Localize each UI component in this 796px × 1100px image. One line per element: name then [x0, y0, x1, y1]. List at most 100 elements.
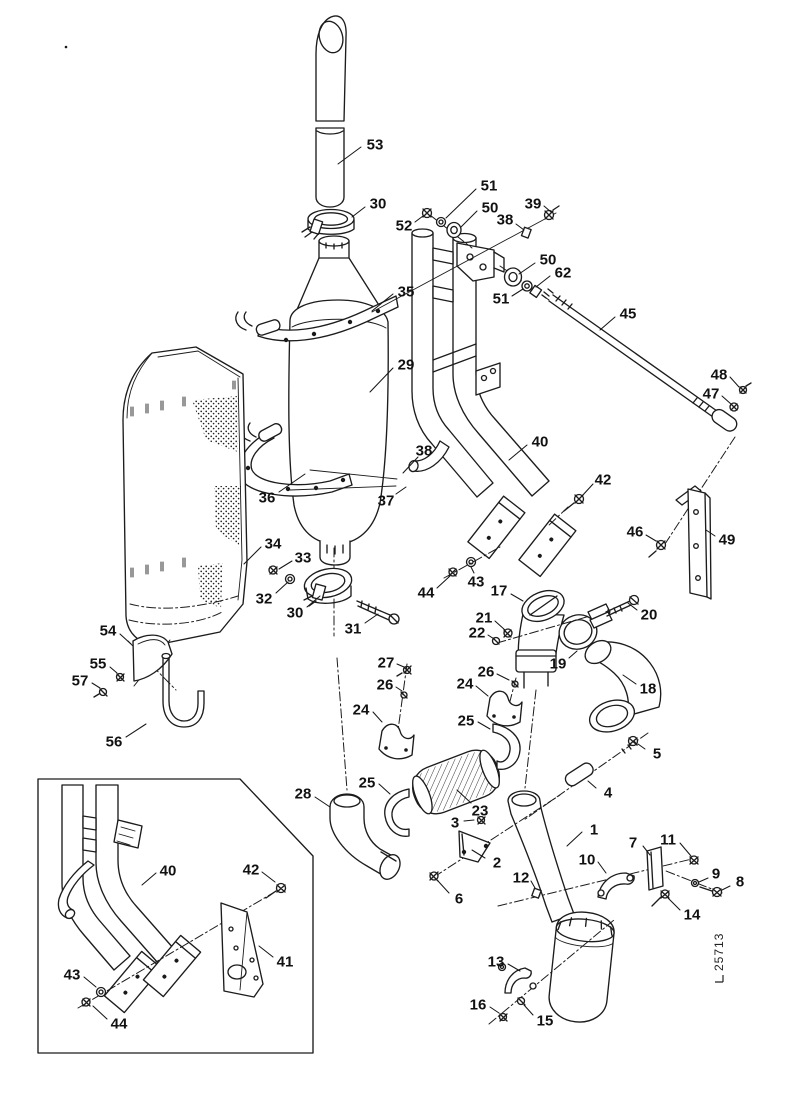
muffler-straps-drawing — [235, 295, 399, 497]
part-label-55: 55 — [90, 656, 107, 673]
part-label-32: 32 — [256, 591, 273, 608]
drawing-number: 25713 — [712, 933, 726, 983]
leader-line-40 — [141, 872, 157, 886]
mount-hardware-left-drawing — [378, 663, 415, 837]
leader-line-30 — [306, 595, 321, 608]
leader-line-25 — [378, 783, 391, 795]
support-rod-drawing — [548, 294, 752, 600]
part-labels: 5330515052393850625145352948474038373642… — [64, 137, 745, 1033]
part-label-20: 20 — [641, 607, 658, 624]
part-label-1: 1 — [590, 822, 598, 839]
leader-line-4 — [587, 780, 597, 789]
leader-line-45 — [599, 316, 616, 331]
part-label-46: 46 — [627, 524, 644, 541]
leader-line-51 — [445, 188, 477, 219]
leader-line-38 — [402, 456, 419, 474]
hanger-rod-hardware-drawing — [523, 732, 649, 821]
leader-line-52 — [414, 215, 424, 223]
part-label-21: 21 — [476, 610, 493, 627]
stray-dot — [64, 45, 68, 49]
artwork — [37, 15, 752, 1054]
part-label-52: 52 — [396, 218, 413, 235]
leader-line-9 — [698, 877, 709, 883]
drawing-number-text: 25713 — [712, 933, 726, 971]
leader-line-33 — [278, 560, 293, 570]
part-label-41: 41 — [277, 954, 294, 971]
part-label-16: 16 — [470, 997, 487, 1014]
part-label-12: 12 — [513, 870, 530, 887]
lower-bracket-drawing — [429, 794, 697, 907]
leader-line-13 — [507, 963, 521, 972]
leader-line-62 — [535, 275, 551, 288]
part-label-10: 10 — [579, 852, 596, 869]
leader-line-7 — [642, 845, 651, 856]
leader-line-44 — [92, 1005, 108, 1020]
leader-line-3 — [463, 819, 475, 822]
leader-line-37 — [395, 486, 407, 495]
leader-line-48 — [729, 376, 740, 388]
part-label-19: 19 — [550, 656, 567, 673]
leader-line-49 — [705, 529, 716, 537]
part-label-38: 38 — [416, 443, 433, 460]
part-label-4: 4 — [604, 785, 613, 802]
leader-line-24 — [475, 685, 489, 697]
part-label-13: 13 — [488, 954, 505, 971]
leader-line-56 — [125, 723, 147, 738]
drawing-number-corner-mark — [715, 975, 724, 983]
part-label-40: 40 — [160, 863, 177, 880]
part-label-50: 50 — [482, 200, 499, 217]
part-label-44: 44 — [418, 585, 435, 602]
leader-line-24 — [372, 711, 383, 723]
upper-hardware-drawing — [371, 205, 560, 313]
part-label-38: 38 — [497, 212, 514, 229]
tailpipe-drawing — [507, 689, 615, 1023]
part-label-54: 54 — [100, 623, 117, 640]
leader-line-10 — [597, 861, 607, 874]
leader-line-19 — [568, 650, 578, 659]
front-elbow-drawing — [491, 589, 662, 733]
part-label-50: 50 — [540, 252, 557, 269]
leader-line-54 — [119, 633, 132, 645]
part-label-2: 2 — [493, 855, 501, 872]
part-label-17: 17 — [491, 583, 508, 600]
part-label-3: 3 — [451, 815, 459, 832]
part-label-7: 7 — [629, 835, 637, 852]
bottom-hanger-drawing — [488, 919, 615, 1025]
leader-line-2 — [471, 849, 486, 859]
part-label-30: 30 — [287, 605, 304, 622]
part-label-27: 27 — [378, 655, 395, 672]
part-label-8: 8 — [736, 874, 744, 891]
part-label-22: 22 — [469, 625, 486, 642]
part-label-37: 37 — [378, 493, 395, 510]
part-label-30: 30 — [370, 196, 387, 213]
part-label-53: 53 — [367, 137, 384, 154]
part-label-42: 42 — [243, 862, 260, 879]
leader-line-22 — [487, 634, 495, 640]
part-label-6: 6 — [455, 891, 463, 908]
leader-line-25 — [477, 721, 491, 730]
leader-line-15 — [523, 1004, 534, 1016]
part-label-51: 51 — [493, 291, 510, 308]
muffler-drawing — [288, 235, 389, 566]
part-label-35: 35 — [398, 284, 415, 301]
leader-line-20 — [627, 602, 638, 611]
part-label-11: 11 — [660, 832, 676, 849]
part-label-24: 24 — [457, 676, 474, 693]
leader-line-43 — [83, 976, 97, 988]
rear-hanger-drawing — [597, 846, 723, 907]
part-label-57: 57 — [72, 673, 89, 690]
leader-line-16 — [489, 1006, 500, 1014]
lower-clamp-drawing — [268, 565, 400, 625]
leader-line-42 — [581, 483, 594, 497]
part-label-28: 28 — [295, 786, 312, 803]
leader-line-39 — [543, 205, 552, 213]
part-label-31: 31 — [345, 621, 362, 638]
part-label-42: 42 — [595, 472, 612, 489]
leader-line-26 — [496, 673, 510, 681]
part-label-51: 51 — [481, 178, 498, 195]
leader-line-32 — [275, 581, 289, 594]
leader-line-44 — [436, 575, 451, 589]
part-label-36: 36 — [259, 490, 276, 507]
part-label-26: 26 — [478, 664, 495, 681]
leader-line-34 — [243, 546, 262, 565]
